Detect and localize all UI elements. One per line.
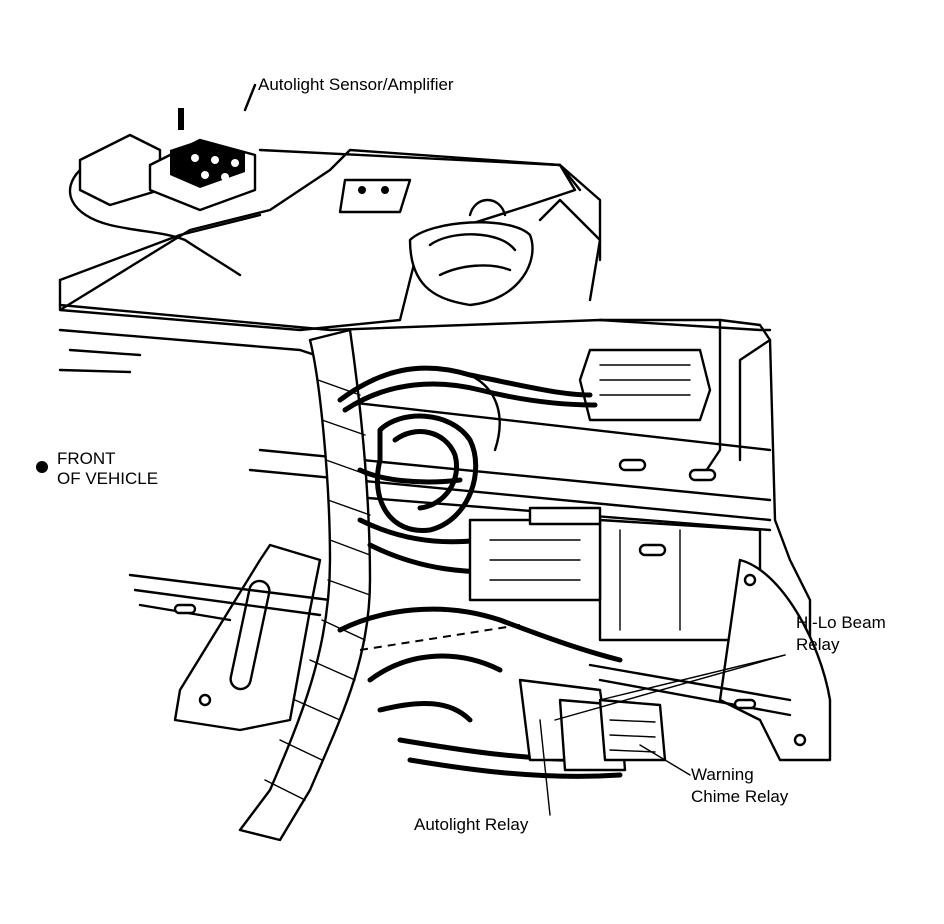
front-marker-dot: [36, 461, 48, 473]
leader-lines: [539, 654, 786, 816]
warning-chime-relay-label-2: Chime Relay: [691, 787, 789, 806]
front-of-vehicle-label-1: FRONT: [57, 449, 116, 468]
right-structure: [248, 318, 832, 762]
lower-left-bracket: [128, 543, 792, 732]
front-of-vehicle-label-2: OF VEHICLE: [57, 469, 159, 488]
autolight-sensor-label: Autolight Sensor/Amplifier: [258, 75, 454, 94]
autolight-sensor-assembly: [68, 83, 257, 277]
autolight-relay-label: Autolight Relay: [414, 815, 529, 834]
upper-panel: [58, 148, 772, 374]
hilo-beam-relay-label-1: Hi-Lo Beam: [796, 613, 886, 632]
warning-chime-relay-label-1: Warning: [691, 765, 754, 784]
hilo-beam-relay-label-2: Relay: [796, 635, 840, 654]
harness-column: [238, 328, 372, 842]
